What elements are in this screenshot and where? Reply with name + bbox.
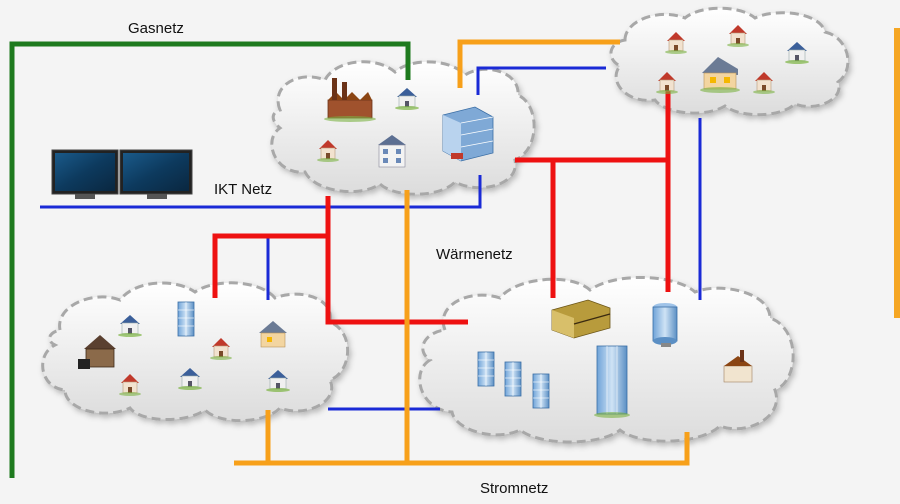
heat-network-label: Wärmenetz bbox=[436, 246, 513, 263]
monitor-icon bbox=[51, 149, 193, 199]
waerme-network-lines bbox=[212, 85, 671, 325]
office-building-icon bbox=[477, 351, 495, 387]
ikt-network-lines bbox=[40, 66, 702, 411]
factory-icon bbox=[324, 78, 376, 122]
house-icon bbox=[259, 321, 287, 348]
apartment-icon bbox=[378, 135, 406, 168]
office-building-icon bbox=[532, 373, 550, 409]
cloud-residential-top-right bbox=[609, 6, 850, 117]
office-building-icon bbox=[442, 106, 494, 162]
factory-icon bbox=[723, 350, 753, 383]
glass-tower-icon bbox=[652, 303, 678, 347]
cloud-city-center bbox=[270, 60, 536, 196]
hotel-icon bbox=[551, 299, 611, 339]
accent-bar bbox=[894, 28, 900, 318]
house-icon bbox=[700, 57, 740, 93]
power-network-label: Stromnetz bbox=[480, 480, 549, 497]
gas-network-line bbox=[9, 41, 411, 478]
strom-network-lines bbox=[234, 39, 690, 466]
skyscraper-icon bbox=[594, 345, 630, 418]
ikt-network-label: IKT Netz bbox=[214, 181, 273, 198]
office-building-icon bbox=[177, 301, 195, 337]
barn-icon bbox=[78, 335, 116, 369]
gas-network-label: Gasnetz bbox=[128, 20, 184, 37]
office-building-icon bbox=[504, 361, 522, 397]
